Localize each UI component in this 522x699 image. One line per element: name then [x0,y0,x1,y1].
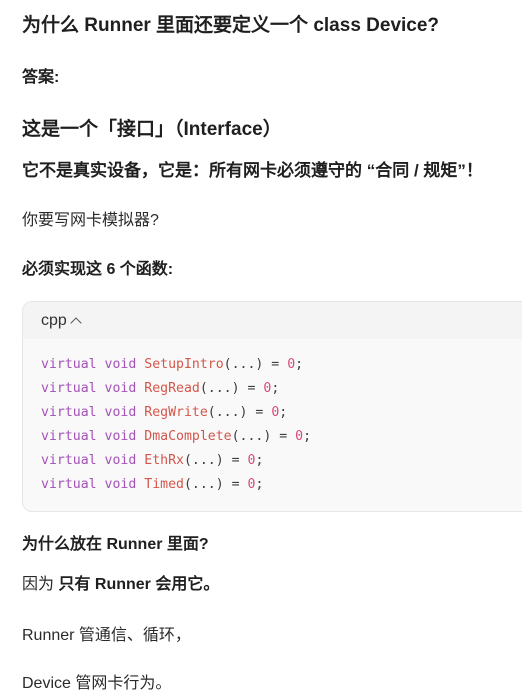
keyword: virtual [41,453,97,468]
function-name: EthRx [144,453,184,468]
number: 0 [263,381,272,396]
code-line: virtual void RegWrite(...) = 0; [41,401,522,425]
keyword: virtual [41,357,97,372]
equals: = [263,357,288,372]
semicolon: ; [279,405,288,420]
semicolon: ; [295,357,304,372]
keyword: virtual [41,477,97,492]
number: 0 [295,429,304,444]
function-name: RegRead [144,381,200,396]
keyword: void [104,429,137,444]
params: (...) [223,357,264,372]
device-role-line: Device 管网卡行为。 [22,675,172,692]
because-line: 因为 只有 Runner 会用它。 [22,570,219,594]
simulator-question: 你要写网卡模拟器? [22,212,159,229]
code-line: virtual void DmaComplete(...) = 0; [41,425,522,449]
because-prefix: 因为 [22,576,59,593]
code-language-label: cpp [41,311,67,329]
params: (...) [199,381,240,396]
keyword: void [104,477,137,492]
function-name: RegWrite [144,405,208,420]
params: (...) [183,453,224,468]
code-line: virtual void EthRx(...) = 0; [41,449,522,473]
code-block: cpp virtual void SetupIntro(...) = 0; vi… [22,301,522,512]
question-heading: 为什么 Runner 里面还要定义一个 class Device? [22,15,440,36]
semicolon: ; [255,453,264,468]
equals: = [271,429,296,444]
number: 0 [271,405,280,420]
number: 0 [247,453,256,468]
function-name: SetupIntro [144,357,224,372]
contract-statement: 它不是真实设备，它是：所有网卡必须遵守的 “合同 / 规矩”！ [22,161,483,180]
keyword: virtual [41,405,97,420]
semicolon: ; [271,381,280,396]
equals: = [239,381,264,396]
function-name: DmaComplete [144,429,232,444]
keyword: void [104,453,137,468]
keyword: void [104,357,137,372]
params: (...) [207,405,248,420]
why-runner-heading: 为什么放在 Runner 里面? [22,536,209,553]
params: (...) [183,477,224,492]
code-line: virtual void SetupIntro(...) = 0; [41,353,522,377]
keyword: virtual [41,381,97,396]
code-line: virtual void RegRead(...) = 0; [41,377,522,401]
keyword: virtual [41,429,97,444]
keyword: void [104,405,137,420]
keyword: void [104,381,137,396]
code-line: virtual void Timed(...) = 0; [41,473,522,497]
chevron-up-icon[interactable] [70,317,82,329]
semicolon: ; [255,477,264,492]
equals: = [247,405,272,420]
code-body: virtual void SetupIntro(...) = 0; virtua… [23,339,522,511]
params: (...) [231,429,272,444]
number: 0 [287,357,296,372]
because-emphasis: 只有 Runner 会用它。 [58,576,220,593]
semicolon: ; [303,429,312,444]
interface-heading: 这是一个「接口」（Interface） [22,119,282,140]
code-header[interactable]: cpp [23,302,522,339]
runner-role-line: Runner 管通信、循环， [22,627,191,644]
answer-label: 答案: [22,69,60,86]
function-name: Timed [144,477,184,492]
equals: = [223,453,248,468]
number: 0 [247,477,256,492]
must-implement-heading: 必须实现这 6 个函数: [22,261,174,278]
equals: = [223,477,248,492]
